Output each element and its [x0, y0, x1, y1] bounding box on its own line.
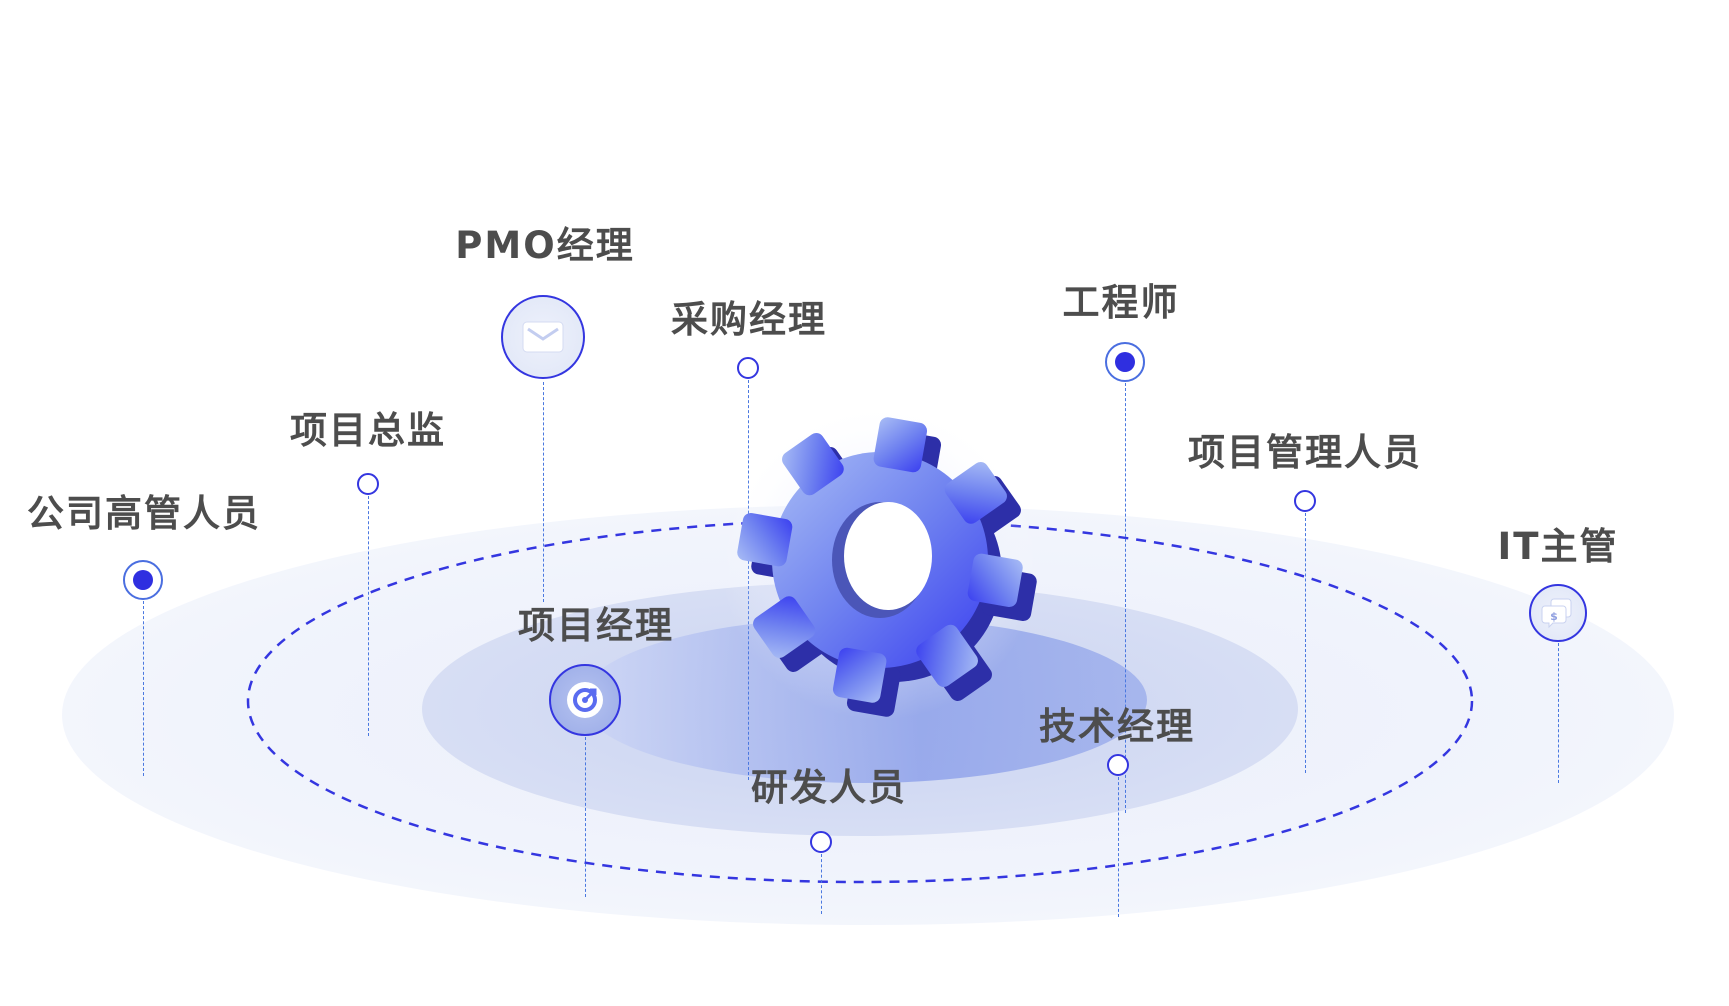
chat-dollar-icon: $ — [1541, 598, 1572, 629]
connector-line — [1118, 777, 1119, 917]
connector-line — [1558, 643, 1559, 783]
gear-tooth — [737, 512, 793, 567]
gear-tooth — [916, 624, 978, 687]
project-director-dot[interactable] — [357, 473, 379, 495]
connector-line — [821, 854, 822, 914]
target-refresh-icon — [567, 682, 603, 718]
it-supervisor-label: IT主管 — [1497, 525, 1619, 568]
envelope-icon — [522, 321, 564, 353]
connector-line — [368, 496, 369, 736]
gear-tooth — [753, 596, 816, 658]
connector-line — [1125, 383, 1126, 813]
gear-tooth — [967, 553, 1023, 608]
procurement-manager-dot[interactable] — [737, 357, 759, 379]
gear-tooth — [944, 462, 1007, 524]
svg-text:$: $ — [1550, 610, 1558, 623]
project-manager-label: 项目经理 — [518, 604, 674, 647]
rd-staff-label: 研发人员 — [751, 766, 907, 809]
connector-line — [585, 737, 586, 897]
gear-tooth — [873, 417, 928, 473]
connector-line — [1305, 513, 1306, 773]
it-supervisor-node[interactable]: $ — [1529, 584, 1587, 642]
executive-dot[interactable] — [123, 560, 163, 600]
rd-staff-dot[interactable] — [810, 831, 832, 853]
executive-label: 公司高管人员 — [27, 492, 261, 535]
gear-icon — [720, 400, 1040, 720]
connector-line — [543, 382, 544, 602]
gear-tooth — [782, 433, 844, 496]
tech-manager-dot[interactable] — [1107, 754, 1129, 776]
pmo-manager-label: PMO经理 — [455, 224, 635, 267]
engineer-dot[interactable] — [1105, 342, 1145, 382]
project-management-staff-dot[interactable] — [1294, 490, 1316, 512]
pmo-manager-node[interactable] — [501, 295, 585, 379]
tech-manager-label: 技术经理 — [1039, 705, 1195, 748]
project-director-label: 项目总监 — [290, 409, 446, 452]
project-management-staff-label: 项目管理人员 — [1188, 431, 1422, 474]
procurement-manager-label: 采购经理 — [671, 298, 827, 341]
gear-tooth — [832, 647, 887, 703]
connector-line — [143, 601, 144, 776]
engineer-label: 工程师 — [1062, 281, 1180, 324]
project-manager-node[interactable] — [549, 664, 621, 736]
